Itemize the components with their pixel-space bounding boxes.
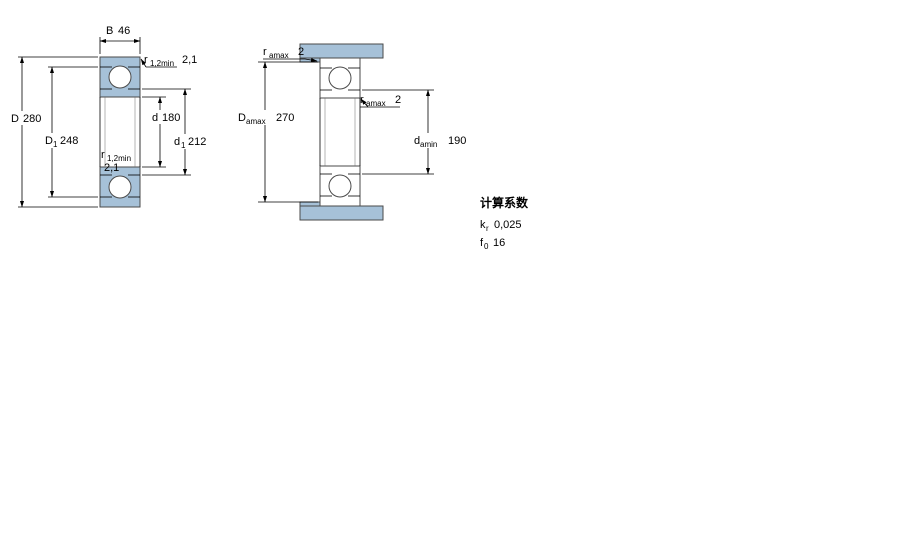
factor-f0-symbol: f [480,237,484,249]
dim-D1-value: 248 [60,135,78,147]
abutment-top [299,43,384,59]
dim-Da-subscript: amax [246,117,266,126]
dim-Da-label-mask [234,110,298,125]
dim-D1: D 1 248 [42,66,98,198]
dim-D1-symbol: D [45,135,53,147]
dim-D1-subscript: 1 [53,140,58,149]
dim-d-symbol: d [152,112,158,124]
dim-d1: d 1 212 [142,88,212,176]
dim-da-symbol: d [414,135,420,147]
dim-r12-inner-value: 2,1 [104,162,119,174]
dim-Da-symbol: D [238,112,246,124]
dim-B-value: 46 [118,25,130,37]
dim-D-label-mask [8,111,46,125]
ball-top-right [328,66,352,90]
abutment-view: r amax 2 D amax 270 r amax 2 [234,43,474,221]
calculation-factors-heading: 计算系数 [480,195,529,210]
dim-ra-shaft-value: 2 [395,94,401,106]
dim-d: d 180 [142,96,184,168]
factor-f0-subscript: 0 [484,242,489,251]
dim-Da-value: 270 [276,112,294,124]
dim-da: d amin 190 [362,89,474,175]
dim-da-label-mask [410,133,474,148]
dim-r12-inner-symbol: r [101,149,105,161]
dim-D: D 280 [8,56,98,208]
dim-ra-housing-value: 2 [298,46,304,58]
dim-r12-outer-value: 2,1 [182,54,197,66]
factor-kr-value: 0,025 [494,219,522,231]
factor-f0-value: 16 [493,237,505,249]
dim-D1-label-mask [42,133,82,148]
dim-ra-shaft-symbol: r [360,94,364,106]
dim-d1-label-mask [170,134,212,149]
dim-da-subscript: amin [420,140,437,149]
dim-ra-housing-subscript: amax [269,51,289,60]
ball-bottom [108,175,132,199]
calculation-factors: 计算系数 k r 0,025 f 0 16 [480,195,529,251]
dim-d-label-mask [148,110,184,124]
dim-D-symbol: D [11,113,19,125]
factor-kr-symbol: k [480,219,486,231]
dim-r12-inner-subscript: 1,2min [107,154,131,163]
dim-r12-outer-symbol: r [144,54,148,66]
bore-face-lines [99,97,141,167]
ball-bottom-right [328,174,352,198]
dim-B: B 46 [99,25,141,54]
abutment-bottom-shoulder [299,201,321,207]
dim-ra-shaft: r amax 2 [360,94,401,108]
dim-d1-value: 212 [188,136,206,148]
dim-r12-outer-subscript: 1,2min [150,59,174,68]
abutment-bottom [299,205,384,221]
bore-face-lines-right [319,98,361,166]
dim-D-value: 280 [23,113,41,125]
raceway-lines [100,66,140,198]
cross-section-view: B 46 r 1,2min 2,1 D 280 D 1 [8,25,212,208]
factor-row-f0: f 0 16 [480,237,505,251]
dim-d1-symbol: d [174,136,180,148]
dim-r12-outer: r 1,2min 2,1 [140,54,197,68]
dim-B-symbol: B [106,25,113,37]
dim-d1-subscript: 1 [181,141,186,150]
dim-r12-inner: r 1,2min 2,1 [101,149,131,174]
dim-d-value: 180 [162,112,180,124]
dim-da-value: 190 [448,135,466,147]
factor-row-kr: k r 0,025 [480,219,522,233]
dim-ra-housing-symbol: r [263,46,267,58]
raceway-lines-right [320,67,360,197]
dim-Da: D amax 270 [234,61,318,203]
dim-ra-shaft-subscript: amax [366,99,386,108]
factor-kr-subscript: r [486,224,489,233]
dim-ra-housing: r amax 2 [263,46,318,63]
ball-top [108,65,132,89]
